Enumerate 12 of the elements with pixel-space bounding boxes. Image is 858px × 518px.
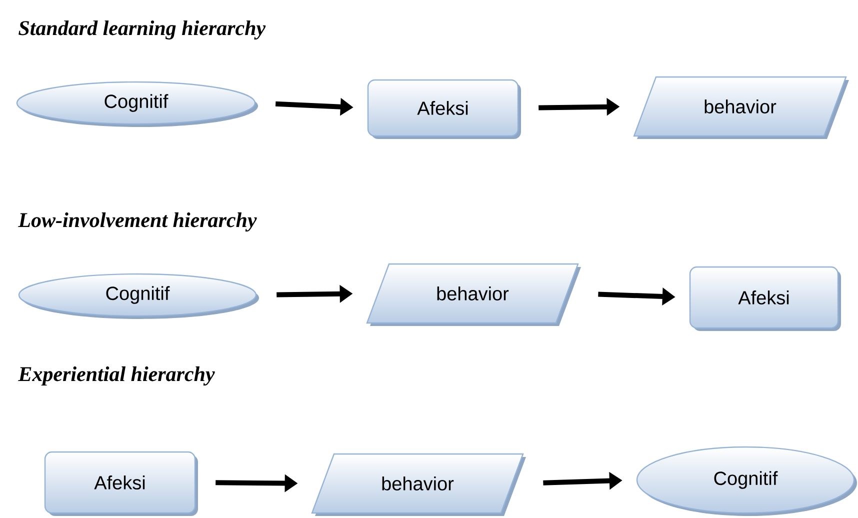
ellipse-node: Cognitif xyxy=(18,273,259,319)
row-heading: Low-involvement hierarchy xyxy=(18,212,257,232)
ellipse-node: Cognitif xyxy=(636,446,857,516)
rounded-box: Afeksi xyxy=(367,79,521,139)
row-heading: Standard learning hierarchy xyxy=(18,20,266,40)
parallelogram-node: behavior xyxy=(633,76,849,139)
rounded-box: Afeksi xyxy=(44,451,198,516)
parallelogram-node: behavior xyxy=(311,453,526,516)
parallelogram-node: behavior xyxy=(366,263,581,326)
row-heading: Experiential hierarchy xyxy=(18,366,215,386)
ellipse-node: Cognitif xyxy=(16,81,258,127)
rounded-box: Afeksi xyxy=(689,266,841,331)
